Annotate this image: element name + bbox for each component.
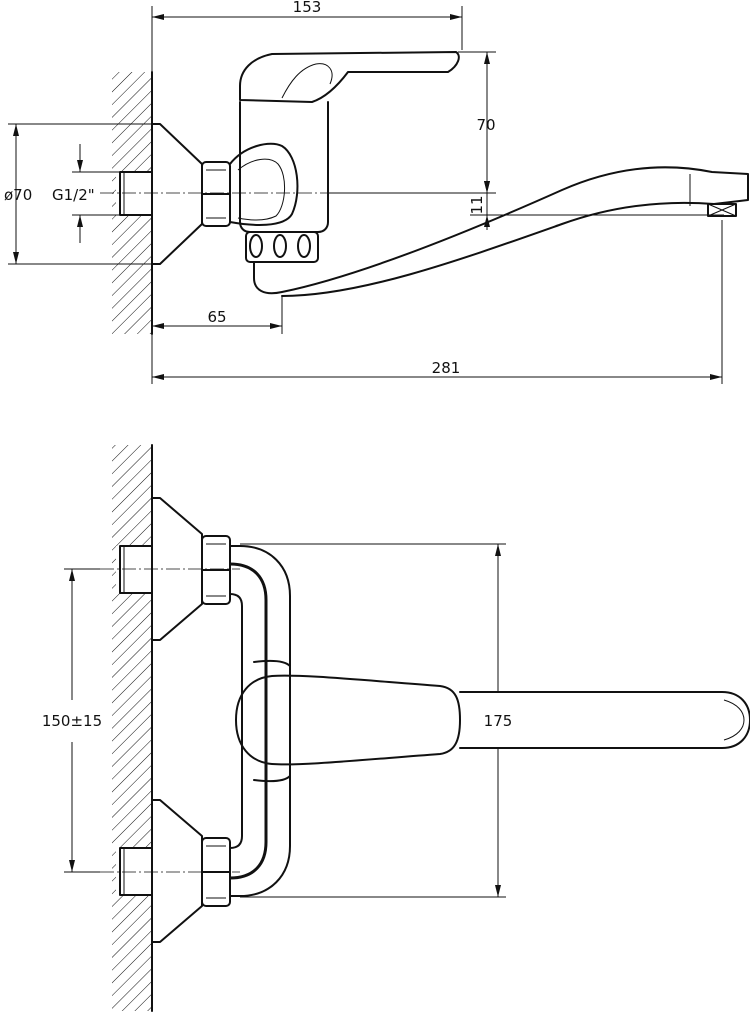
dimension-153: 153 bbox=[151, 0, 463, 122]
dimension-diameter: ø70 bbox=[4, 123, 152, 265]
dim-label-153: 153 bbox=[293, 0, 322, 16]
valve-body-top bbox=[229, 101, 329, 233]
dim-label-65: 65 bbox=[207, 308, 226, 326]
hex-nut-top bbox=[201, 161, 231, 227]
aerator-ring-top bbox=[245, 231, 319, 263]
front-view bbox=[100, 444, 750, 1012]
lever-handle-top bbox=[239, 51, 460, 103]
dim-label-150: 150±15 bbox=[42, 712, 102, 730]
body-inner-front bbox=[229, 562, 268, 880]
dimension-281: 281 bbox=[151, 220, 723, 384]
cartridge-bell-front bbox=[253, 659, 291, 783]
dimension-70: 70 bbox=[328, 51, 496, 194]
escutcheon-upper bbox=[151, 497, 203, 641]
spout-top bbox=[253, 166, 749, 297]
spout-front bbox=[459, 691, 750, 749]
dimension-65: 65 bbox=[152, 296, 283, 334]
dim-label-diameter: ø70 bbox=[4, 186, 32, 204]
body-inner-pipe-front bbox=[229, 593, 243, 849]
dimension-175: 175 bbox=[240, 543, 513, 898]
dim-label-thread: G1/2" bbox=[52, 186, 95, 204]
dim-label-70: 70 bbox=[476, 116, 495, 134]
dimension-11: 11 bbox=[468, 165, 724, 230]
escutcheon-top bbox=[151, 123, 203, 265]
dimension-thread: G1/2" bbox=[52, 144, 120, 243]
dim-label-11: 11 bbox=[468, 195, 486, 214]
wall-hatch-front bbox=[112, 444, 153, 1012]
hex-nut-upper bbox=[201, 535, 231, 605]
spout-tip-front bbox=[723, 699, 745, 741]
dim-label-281: 281 bbox=[432, 359, 461, 377]
dim-label-175: 175 bbox=[484, 712, 513, 730]
dimension-150: 150±15 bbox=[42, 568, 102, 873]
lever-detail-top bbox=[281, 63, 333, 99]
wall-hatch-top bbox=[112, 71, 153, 335]
escutcheon-lower bbox=[151, 799, 203, 943]
lever-handle-front bbox=[235, 674, 461, 766]
aerator-symbol-top bbox=[707, 203, 737, 217]
